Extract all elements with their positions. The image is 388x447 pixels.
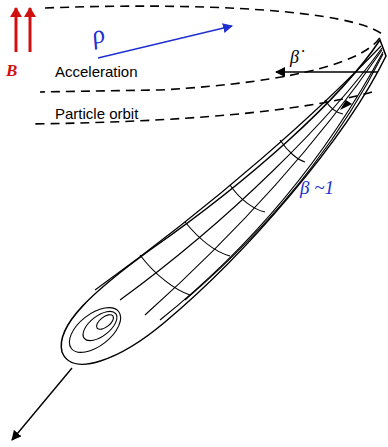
field-symbol: B [6,62,17,79]
orbit-label: Particle orbit [55,106,138,121]
particle-orbit [40,6,382,92]
radius-symbol: ρ [89,21,108,49]
radius-arrow [98,26,232,58]
acceleration-label: Acceleration [55,64,138,79]
radiation-lobe [61,40,386,364]
emission-arrow [12,368,72,440]
velocity-label: β ~1 [300,178,334,197]
acceleration-symbol: β̇ [290,48,299,66]
field-arrows [16,8,30,52]
particle-orbit [30,92,372,124]
